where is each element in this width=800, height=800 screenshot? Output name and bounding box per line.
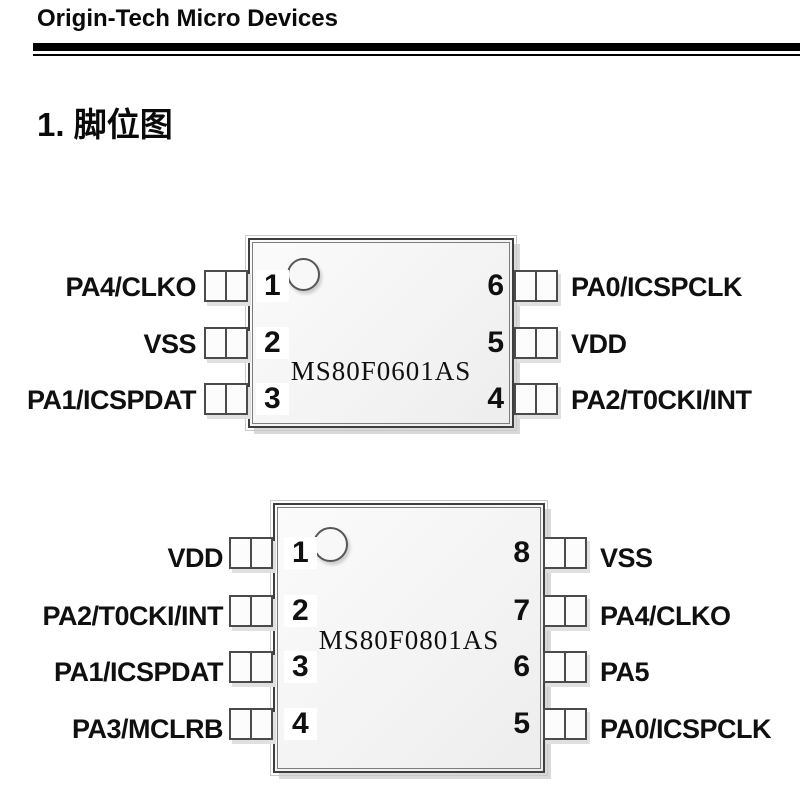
pin-number: 2 bbox=[256, 327, 289, 359]
pin-pad bbox=[514, 270, 558, 302]
pin-pad bbox=[514, 383, 558, 415]
pin-label: VSS bbox=[143, 329, 196, 359]
pin-label: PA3/MCLRB bbox=[71, 714, 224, 744]
pin-number: 1 bbox=[284, 537, 317, 569]
header-rule-thin bbox=[33, 54, 800, 56]
pin-pad bbox=[514, 327, 558, 359]
section-title: 1. 脚位图 bbox=[37, 106, 173, 143]
pin-pad bbox=[543, 651, 587, 683]
chip2-pin1-indicator-dot bbox=[313, 527, 348, 562]
pin-label: PA1/ICSPDAT bbox=[53, 657, 224, 687]
pin-label: PA2/T0CKI/INT bbox=[571, 385, 752, 415]
chip1-body bbox=[245, 235, 517, 431]
pin-number: 5 bbox=[487, 326, 504, 359]
header-rule-thick bbox=[33, 43, 800, 51]
pin-pad bbox=[204, 383, 248, 415]
chip1-part-number: MS80F0601AS bbox=[290, 356, 472, 386]
pin-label: PA1/ICSPDAT bbox=[26, 385, 197, 415]
pin-label: VSS bbox=[600, 543, 653, 573]
chip1-pin1-indicator-dot bbox=[287, 258, 320, 291]
pin-number: 8 bbox=[513, 536, 530, 569]
pin-number: 4 bbox=[487, 382, 504, 415]
pin-number: 1 bbox=[256, 270, 289, 302]
pin-number: 3 bbox=[284, 651, 317, 683]
pin-number: 6 bbox=[487, 269, 504, 302]
pin-pad bbox=[229, 537, 273, 569]
pin-number: 7 bbox=[513, 594, 530, 627]
pin-pad bbox=[229, 651, 273, 683]
pin-number: 3 bbox=[256, 383, 289, 415]
pin-pad bbox=[543, 537, 587, 569]
pin-pad bbox=[543, 595, 587, 627]
pin-number: 4 bbox=[284, 708, 317, 740]
pin-pad bbox=[204, 270, 248, 302]
pin-label: PA4/CLKO bbox=[65, 272, 196, 302]
pin-number: 2 bbox=[284, 595, 317, 627]
pin-number: 5 bbox=[513, 707, 530, 740]
pin-label: PA4/CLKO bbox=[600, 601, 731, 631]
pin-label: PA0/ICSPCLK bbox=[600, 714, 772, 744]
pin-pad bbox=[543, 708, 587, 740]
pin-number: 6 bbox=[513, 650, 530, 683]
pin-label: PA5 bbox=[600, 657, 650, 687]
chip2-part-number: MS80F0801AS bbox=[318, 625, 500, 655]
pin-label: PA0/ICSPCLK bbox=[571, 272, 743, 302]
pin-label: VDD bbox=[571, 329, 627, 359]
pin-label: PA2/T0CKI/INT bbox=[42, 601, 223, 631]
pin-pad bbox=[229, 595, 273, 627]
pin-label: VDD bbox=[167, 543, 223, 573]
company-name: Origin-Tech Micro Devices bbox=[37, 5, 338, 32]
pin-pad bbox=[204, 327, 248, 359]
pin-pad bbox=[229, 708, 273, 740]
